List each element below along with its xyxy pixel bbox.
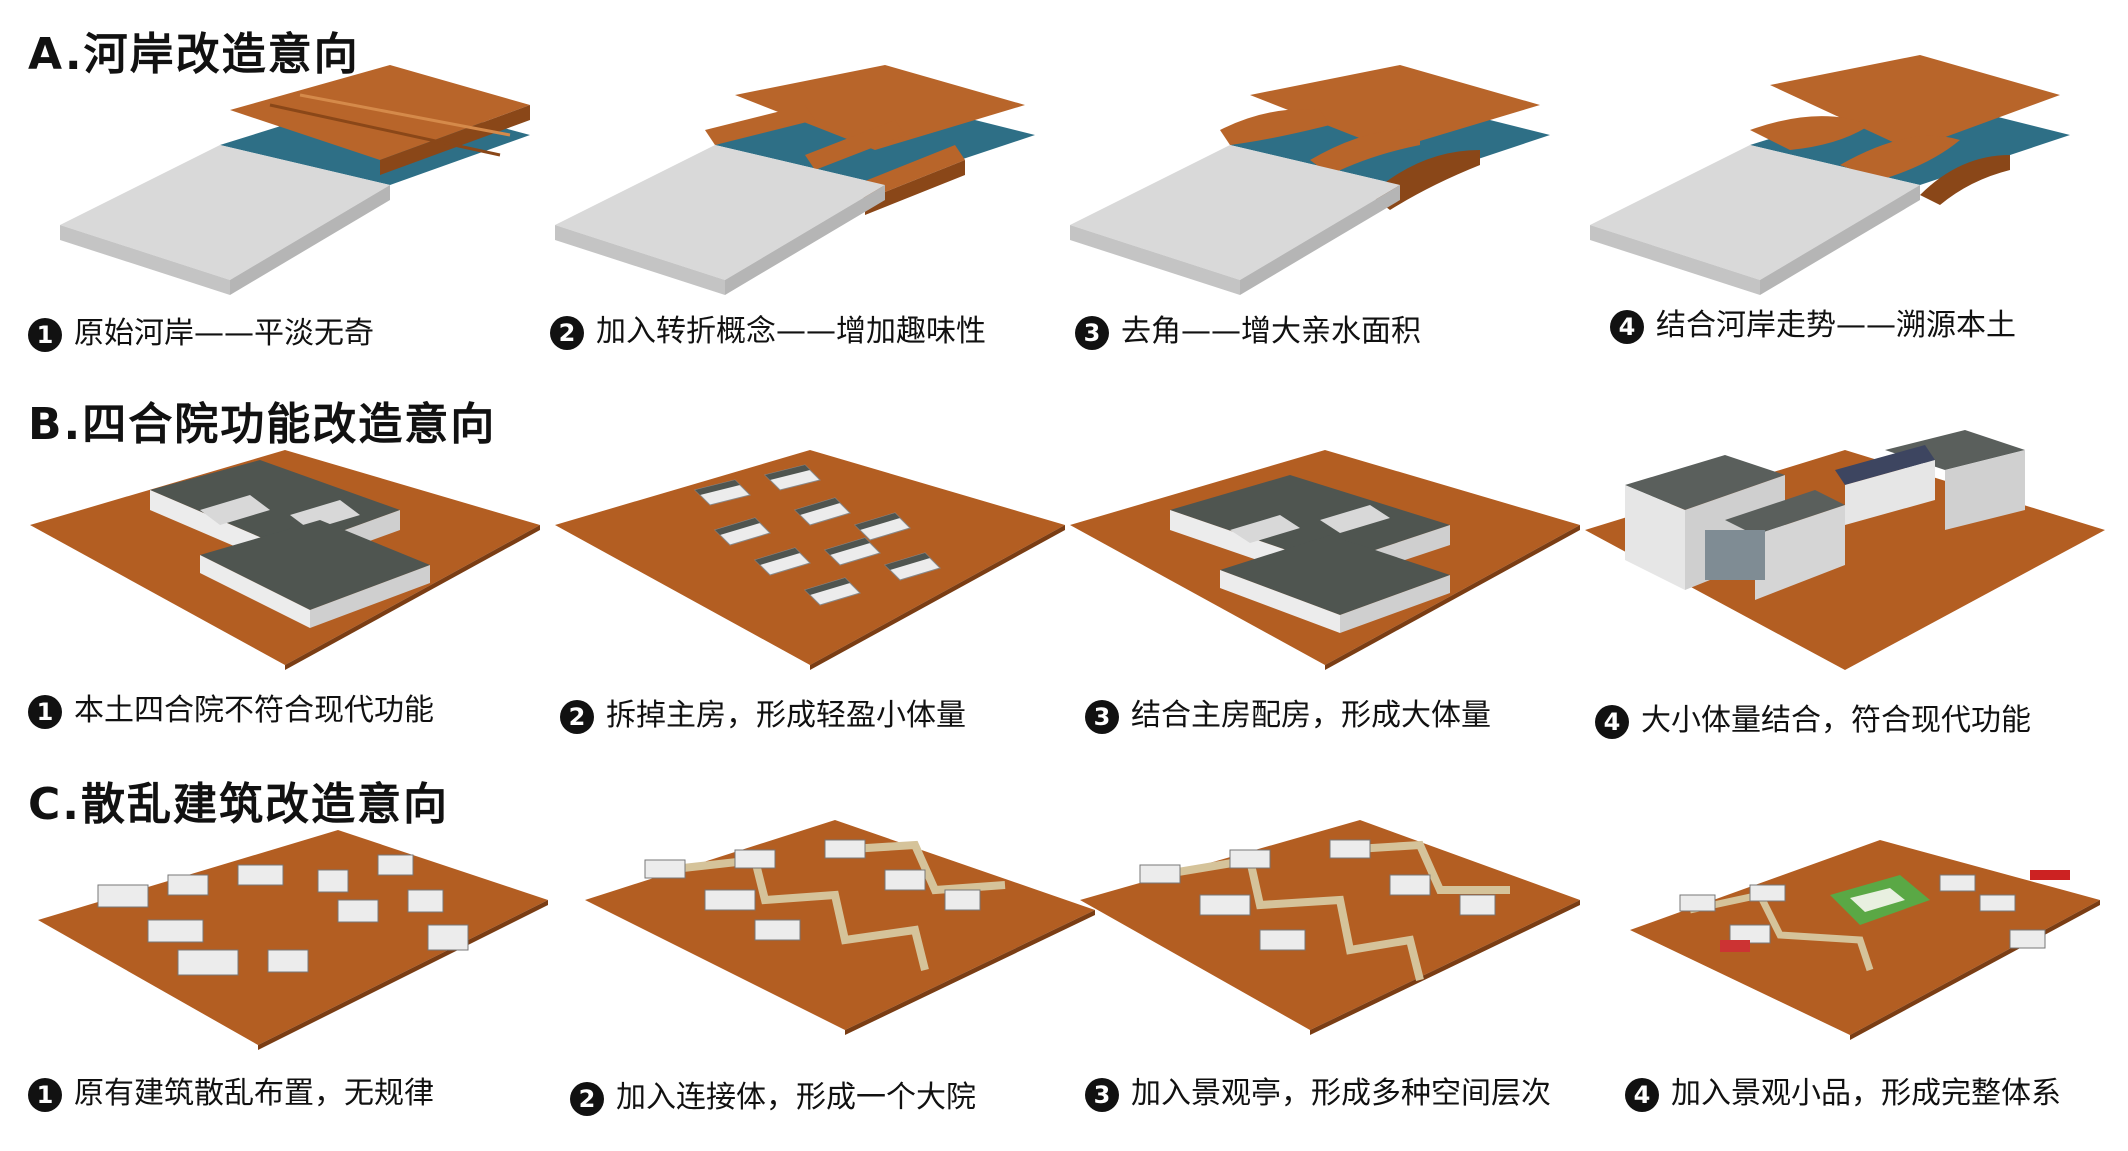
courtyard-diagram-4 xyxy=(1585,430,2105,700)
courtyard-diagram-1 xyxy=(30,450,540,720)
river-bank-diagram-1 xyxy=(60,65,570,335)
courtyard-diagram-3 xyxy=(1070,450,1580,720)
river-bank-diagram-4 xyxy=(1590,55,2100,325)
section-c-title: C.散乱建筑改造意向 xyxy=(28,779,450,830)
river-bank-diagram-2 xyxy=(555,65,1065,335)
scattered-building-diagram-4 xyxy=(1630,840,2128,1110)
river-bank-diagram-3 xyxy=(1070,65,1580,335)
scattered-building-diagram-1 xyxy=(38,830,548,1100)
scattered-building-diagram-3 xyxy=(1080,820,1590,1090)
courtyard-diagram-2 xyxy=(555,450,1065,720)
section-a-title: A.河岸改造意向 xyxy=(28,29,360,80)
section-b-title: B.四合院功能改造意向 xyxy=(28,399,497,450)
scattered-building-diagram-2 xyxy=(585,820,1095,1090)
